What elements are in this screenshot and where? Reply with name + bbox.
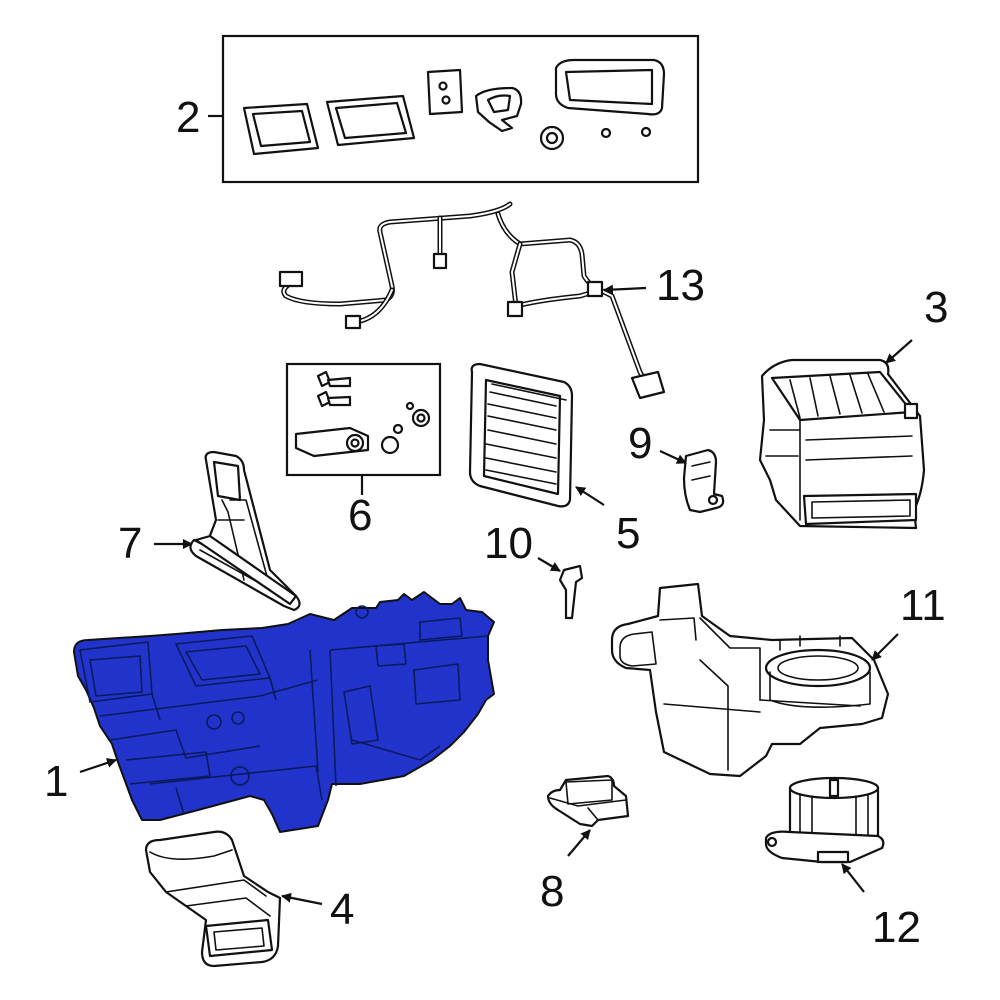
leader-12 [841,863,865,893]
part-10-clip[interactable] [558,564,584,620]
leader-1 [79,758,117,774]
connector-2 [432,252,448,270]
callout-11: 11 [900,581,946,630]
seal-long-frame [554,58,666,116]
leader-4 [281,892,323,906]
part-2-seal-kit[interactable] [221,34,700,184]
part-3-hvac-housing-upper[interactable] [758,358,926,530]
connector-3 [344,314,362,330]
leader-lines [79,114,913,906]
part-12-blower-motor[interactable] [764,776,885,864]
part-13-wiring-harness[interactable] [278,201,666,400]
expansion-valve [294,426,370,458]
part-9-actuator[interactable] [682,448,725,514]
callout-5: 5 [616,509,640,558]
seal-gasket-plate [426,68,464,116]
callout-13: 13 [656,261,705,310]
callout-4: 4 [330,885,354,934]
leader-10 [537,557,561,572]
callout-9: 9 [628,419,652,468]
seal-plug-2 [640,126,652,138]
connector-1 [278,270,304,288]
screw-1 [316,370,352,388]
seal-plug-1 [600,127,612,139]
callout-12: 12 [872,903,921,952]
seal-duct-boot [474,86,523,133]
leader-8 [567,829,591,857]
part-8-resistor[interactable] [546,774,630,828]
part-4-duct[interactable] [144,830,282,968]
callout-8: 8 [540,867,564,916]
leader-3 [885,339,913,364]
connector-4 [506,300,524,318]
part-11-blower-housing[interactable] [610,582,890,778]
seal-rect-large [325,94,416,147]
seal-rect-small [242,102,320,156]
callout-labels: 2 13 3 9 6 5 7 10 11 1 4 8 12 [44,93,948,952]
leader-13 [603,284,647,295]
callout-3: 3 [924,283,948,332]
leader-11 [871,633,899,661]
callout-1: 1 [44,757,68,806]
callout-7: 7 [118,519,142,568]
part-5-evaporator[interactable] [468,362,574,508]
o-ring-1 [380,435,400,455]
callout-2: 2 [176,93,200,142]
part-1-hvac-case-highlighted[interactable] [73,591,495,833]
o-ring-4 [405,401,415,411]
leader-9 [659,450,687,464]
connector-6 [630,370,666,400]
part-6-hardware-kit[interactable] [285,362,442,477]
screw-2 [316,390,352,408]
leader-5 [575,486,605,506]
seal-grommet [539,125,565,151]
part-7-heater-core[interactable] [189,450,301,612]
callout-10: 10 [484,519,533,568]
o-ring-2 [392,423,404,435]
callout-6: 6 [348,491,372,540]
connector-5 [586,280,604,298]
